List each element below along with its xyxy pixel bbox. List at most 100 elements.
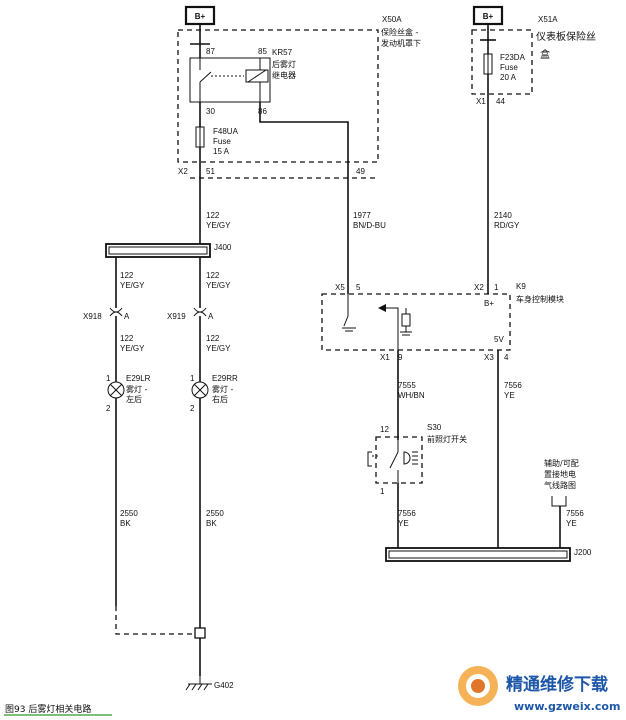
bcm-x3-label: X3 [484,353,494,362]
wire-2550-b-number: 2550 [206,509,224,518]
ref-note-line2-label: 置接地电 [544,469,576,479]
fuse-f23da-rating-label: 20 A [500,73,517,82]
splice-j200-label: J200 [574,548,592,557]
fuse-f48ua-code-label: F48UA [213,127,239,136]
wire-7556-a-number: 7556 [504,381,522,390]
bcm-x1-pin-label: 9 [398,353,403,362]
wire-122-c-color: YE/GY [206,281,231,290]
fuse-block-ip-code-label: X51A [538,15,558,24]
wire-2550-a-color: BK [120,519,131,528]
relay-kr57: 87 85 KR57 后雾灯 继电器 30 86 [189,38,296,116]
b-plus-supply-right: B+ [472,5,504,26]
lamp-left-name-line1-label: 雾灯 - [126,384,148,394]
wire-2140: 2140 RD/GY [494,211,520,230]
headlamp-switch-s30: 12 S30 前照灯开关 1 [367,423,467,496]
bcm-code-label: K9 [516,282,526,291]
bcm-x1-label: X1 [380,353,390,362]
watermark-cn-label: 精通维修下载 [506,674,608,695]
watermark-logo: 精通维修下载 www.gzweix.com [458,666,620,713]
relay-pin85-label: 85 [258,47,267,56]
relay-pin30-label: 30 [206,107,215,116]
lamp-right-pin2-label: 2 [190,404,195,413]
connector-x1-right-pin: 44 [496,97,505,106]
wire-1977: 1977 BN/D-BU [259,102,386,294]
ground-label: G402 [214,681,234,690]
fuse-block-ip-name-line1-label: 仪表板保险丝 [536,30,596,43]
connector-x2-left-pin51-label: 51 [206,167,215,176]
wire-122-trunk: 122 YE/GY [206,211,231,230]
relay-pin86-label: 86 [258,107,267,116]
wire-1977-color-label: BN/D-BU [353,221,386,230]
relay-code-label: KR57 [272,48,293,57]
connector-x918-code-label: X918 [83,312,102,321]
bcm-x5-label: X5 [335,283,345,292]
wire-1977-number-label: 1977 [353,211,371,220]
connector-x1-right-label: X1 [476,97,486,106]
switch-s30-name-label: 前照灯开关 [427,434,467,444]
wire-122-e-color: YE/GY [206,344,231,353]
ref-note-line1-label: 辅助/可配 [544,458,579,468]
wire-122-e-number: 122 [206,334,220,343]
figure-caption: 图93 后雾灯相关电路 [5,703,91,715]
bcm-x5-pin-label: 5 [356,283,361,292]
lamp-left-name-line2-label: 左后 [126,394,142,404]
b-plus-supply-left: B+ [184,5,216,26]
connector-x919-code-label: X919 [167,312,186,321]
wire-2550-a-number: 2550 [120,509,138,518]
lamp-left-pin1-label: 1 [106,374,111,383]
wire-2140-number-label: 2140 [494,211,512,220]
splice-j400-label: J400 [214,243,232,252]
wire-7555-number: 7555 [398,381,416,390]
supply-left-label: B+ [195,12,206,21]
switch-s30-pin1-label: 1 [380,487,385,496]
wire-7556-a-color: YE [504,391,515,400]
lamp-right-code-label: E29RR [212,374,238,383]
splice-j400: J400 [105,243,232,258]
connector-x919: X919 A [167,307,214,321]
lamp-right-name-line1-label: 雾灯 - [212,384,234,394]
fuse-f23da-code-label: F23DA [500,53,526,62]
bcm-bplus-label: B+ [484,299,494,308]
splice-j200: J200 [385,547,592,562]
wire-122-d-number: 122 [120,334,134,343]
wire-2140-color-label: RD/GY [494,221,520,230]
switch-s30-pin12-label: 12 [380,425,389,434]
lamp-right-pin1-label: 1 [190,374,195,383]
fuse-f23da-type-label: Fuse [500,63,518,72]
fuse-block-engine-name-line1-label: 保险丝盒 - [381,27,419,37]
fuse-f48ua-type-label: Fuse [213,137,231,146]
bcm-x2-pin-label: 1 [494,283,499,292]
fuse-block-x50a: X50A 保险丝盒 - 发动机罩下 [177,15,421,163]
fuse-f48ua: F48UA Fuse 15 A [195,126,239,156]
wire-7556-c-number: 7556 [566,509,584,518]
fuse-f48ua-rating-label: 15 A [213,147,230,156]
relay-pin87-label: 87 [206,47,215,56]
bcm-x3-pin-label: 4 [504,353,509,362]
ref-note-line3-label: 气线路图 [544,480,576,490]
wire-7556-b-number: 7556 [398,509,416,518]
watermark-url-label: www.gzweix.com [514,700,620,713]
body-control-module-k9: X5 5 X2 1 K9 车身控制模块 B+ 5V X1 9 X3 4 [321,282,564,362]
relay-name-line2-label: 继电器 [272,70,296,80]
wire-122-c-number: 122 [206,271,220,280]
connector-x918-pin-label: A [124,312,130,321]
wire-122-a-number-label: 122 [206,211,220,220]
lamp-left-pin2-label: 2 [106,404,111,413]
fuse-block-ip-name-line2-label: 盒 [540,48,550,61]
connector-x2: X2 51 49 [178,167,378,179]
wire-7556-c-color: YE [566,519,577,528]
connector-x2-left-code-label: X2 [178,167,188,176]
relay-name-line1-label: 后雾灯 [272,59,296,69]
lamp-e29lr: 1 2 E29LR 雾灯 - 左后 [106,374,151,413]
wire-7556-b-color: YE [398,519,409,528]
bcm-x2-label: X2 [474,283,484,292]
fuse-f23da: F23DA Fuse 20 A [480,39,526,82]
fuse-block-x51a: X51A 仪表板保险丝 盒 [471,15,596,95]
fuse-block-engine-code-label: X50A [382,15,402,24]
wire-122-d-color: YE/GY [120,344,145,353]
supply-right-label: B+ [483,12,494,21]
ground-g402: G402 [185,627,234,691]
connector-x919-pin-label: A [208,312,214,321]
